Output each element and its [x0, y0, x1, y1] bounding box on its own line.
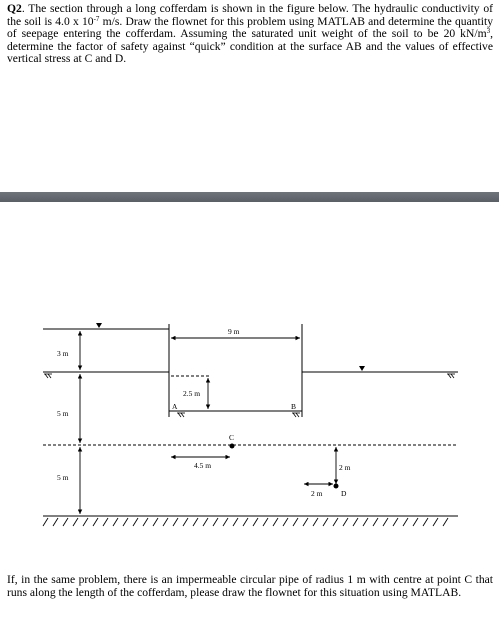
label-point-b: B	[291, 402, 296, 411]
question-number: Q2	[7, 2, 22, 15]
impermeable-hatching	[42, 517, 449, 527]
question-text: Q2. The section through a long cofferdam…	[7, 2, 493, 66]
label-point-c: C	[229, 433, 234, 442]
label-d-horizontal: 2 m	[311, 489, 323, 498]
ground-symbol-icon	[44, 373, 52, 379]
ground-symbol-icon	[177, 412, 185, 418]
unit-weight-exponent: 3	[486, 27, 491, 36]
page-divider	[0, 192, 499, 202]
question-text-part-2: m/s. Draw the flownet for this problem u…	[7, 14, 493, 41]
label-width-top: 9 m	[228, 327, 240, 336]
water-level-marker-icon	[359, 366, 365, 371]
label-point-a: A	[172, 402, 178, 411]
point-d-marker	[333, 483, 339, 489]
cofferdam-structure	[43, 324, 458, 517]
question-text-part-1: . The section through a long cofferdam i…	[7, 2, 493, 28]
label-depth-upper: 3 m	[57, 349, 69, 358]
question-text-part-3: , determine the factor of safety against…	[7, 27, 493, 66]
label-d-vertical: 2 m	[339, 463, 351, 472]
followup-text: If, in the same problem, there is an imp…	[7, 573, 493, 599]
label-c-offset: 4.5 m	[194, 461, 211, 470]
conductivity-exponent: -7	[93, 14, 100, 23]
ground-symbol-icon	[292, 412, 300, 418]
label-point-d: D	[341, 489, 347, 498]
label-drawdown: 2.5 m	[183, 389, 200, 398]
point-c-marker	[229, 443, 235, 449]
cofferdam-figure: 9 m 3 m 5 m 5 m 2.5 m A B C 4.5 m 2 m 2 …	[42, 323, 458, 527]
label-depth-middle: 5 m	[57, 409, 69, 418]
water-level-marker-icon	[96, 323, 102, 328]
label-depth-lower: 5 m	[57, 473, 69, 482]
ground-symbol-icon	[447, 373, 455, 379]
